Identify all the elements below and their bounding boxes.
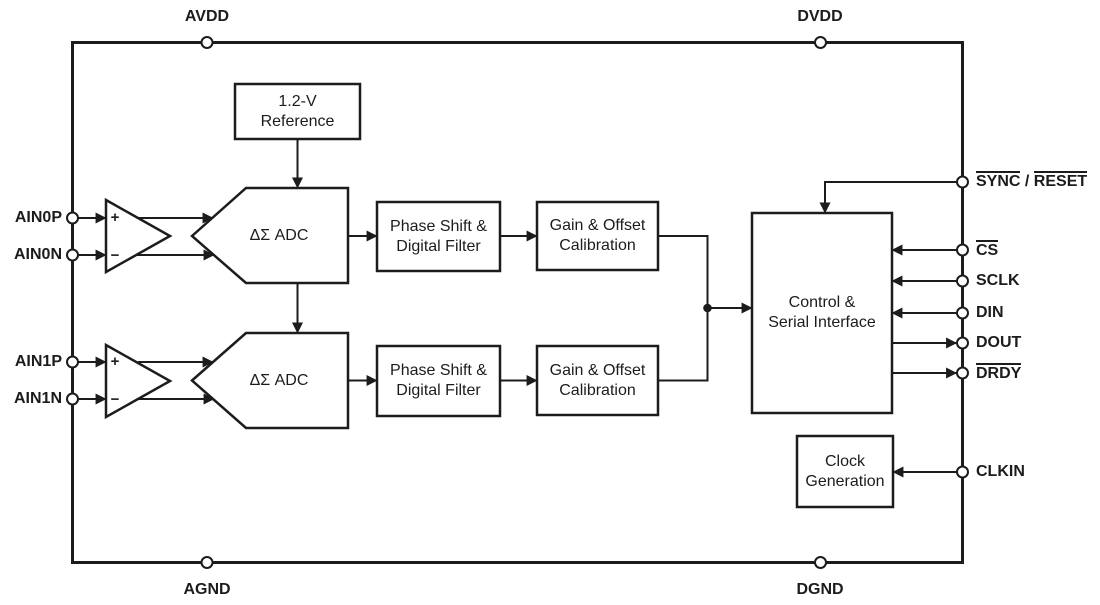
junction-dot [703, 303, 712, 313]
ain1n-terminal [66, 392, 79, 406]
phase0-block-shape [375, 200, 502, 273]
pin-label-agnd: AGND [183, 581, 231, 598]
ain0n-terminal [66, 248, 79, 262]
reference-block-label: 1.2-V Reference [235, 84, 360, 139]
dout-terminal [956, 336, 969, 350]
cal0-line2: Calibration [559, 237, 636, 254]
clkin-terminal [956, 465, 969, 479]
phase1-line2: Digital Filter [396, 382, 481, 399]
clock-line1: Clock [824, 452, 865, 470]
phase1-block-shape [375, 344, 502, 418]
chip-boundary [71, 41, 964, 564]
clock-block-shape [795, 434, 895, 509]
pin-label-dout: DOUT [976, 334, 1022, 351]
wire-cal0-to-junction [658, 235, 709, 308]
cal1-block-shape [535, 344, 660, 417]
phase1-line1: Phase Shift & [390, 362, 487, 379]
dgnd-terminal [814, 556, 827, 569]
cal1-block-label: Gain & Offset Calibration [537, 346, 658, 415]
signal-wires [78, 139, 958, 478]
pin-label-dvdd: DVDD [797, 8, 843, 25]
sync-reset-terminal [956, 175, 969, 189]
reference-line2: Reference [260, 112, 335, 130]
ain1p-terminal [66, 355, 79, 369]
control-block-shape [750, 211, 894, 415]
amp0-plus-sign: + [110, 209, 120, 226]
phase0-block-label: Phase Shift & Digital Filter [377, 202, 500, 271]
phase0-line1: Phase Shift & [390, 217, 487, 235]
pin-label-ain0n: AIN0N [13, 246, 62, 263]
reset-label: RESET [1033, 171, 1088, 190]
phase0-line2: Digital Filter [396, 237, 481, 255]
cal0-line1: Gain & Offset [549, 217, 646, 234]
ain0p-terminal [66, 211, 79, 225]
control-block-label: Control & Serial Interface [752, 213, 892, 413]
cs-terminal [956, 243, 969, 257]
agnd-terminal [200, 556, 214, 569]
clock-block-label: Clock Generation [797, 436, 893, 507]
din-terminal [956, 306, 969, 320]
pin-label-ain1n: AIN1N [13, 390, 62, 407]
cal1-line2: Calibration [559, 381, 636, 399]
pin-label-ain1p: AIN1P [14, 353, 62, 370]
wire-sync-reset [819, 181, 957, 214]
cal1-line1: Gain & Offset [549, 361, 646, 379]
pin-label-avdd: AVDD [184, 8, 230, 25]
dvdd-terminal [814, 36, 827, 49]
reference-line1: 1.2-V [278, 92, 317, 110]
sclk-terminal [956, 274, 969, 288]
adc1-block-label: ΔΣ ADC [249, 371, 309, 389]
pin-label-sclk: SCLK [976, 272, 1020, 289]
avdd-terminal [200, 36, 214, 49]
sync-label: SYNC [976, 171, 1021, 190]
pin-label-clkin: CLKIN [976, 463, 1025, 480]
control-line2: Serial Interface [768, 314, 876, 331]
pin-label-din: DIN [976, 304, 1004, 321]
pin-label-dgnd: DGND [796, 581, 844, 598]
pin-label-drdy: DRDY [976, 363, 1022, 383]
amp0-minus-sign: − [110, 247, 120, 264]
sync-reset-separator: / [1020, 173, 1034, 190]
drdy-terminal [956, 366, 969, 380]
cal0-block-label: Gain & Offset Calibration [537, 202, 658, 270]
control-line1: Control & [788, 294, 856, 311]
cs-label: CS [976, 240, 999, 259]
wire-cal1-to-junction [658, 308, 709, 382]
drdy-label: DRDY [976, 363, 1022, 382]
pin-terminals [66, 36, 969, 569]
amp1-plus-sign: + [110, 353, 120, 370]
pin-label-cs: CS [976, 240, 999, 260]
phase1-block-label: Phase Shift & Digital Filter [377, 346, 500, 416]
pin-label-sync-reset: SYNC / RESET [976, 171, 1088, 191]
adc0-block-label: ΔΣ ADC [249, 226, 309, 244]
pin-label-ain0p: AIN0P [14, 209, 62, 226]
amp1-minus-sign: − [110, 391, 120, 408]
clock-line2: Generation [805, 472, 885, 490]
